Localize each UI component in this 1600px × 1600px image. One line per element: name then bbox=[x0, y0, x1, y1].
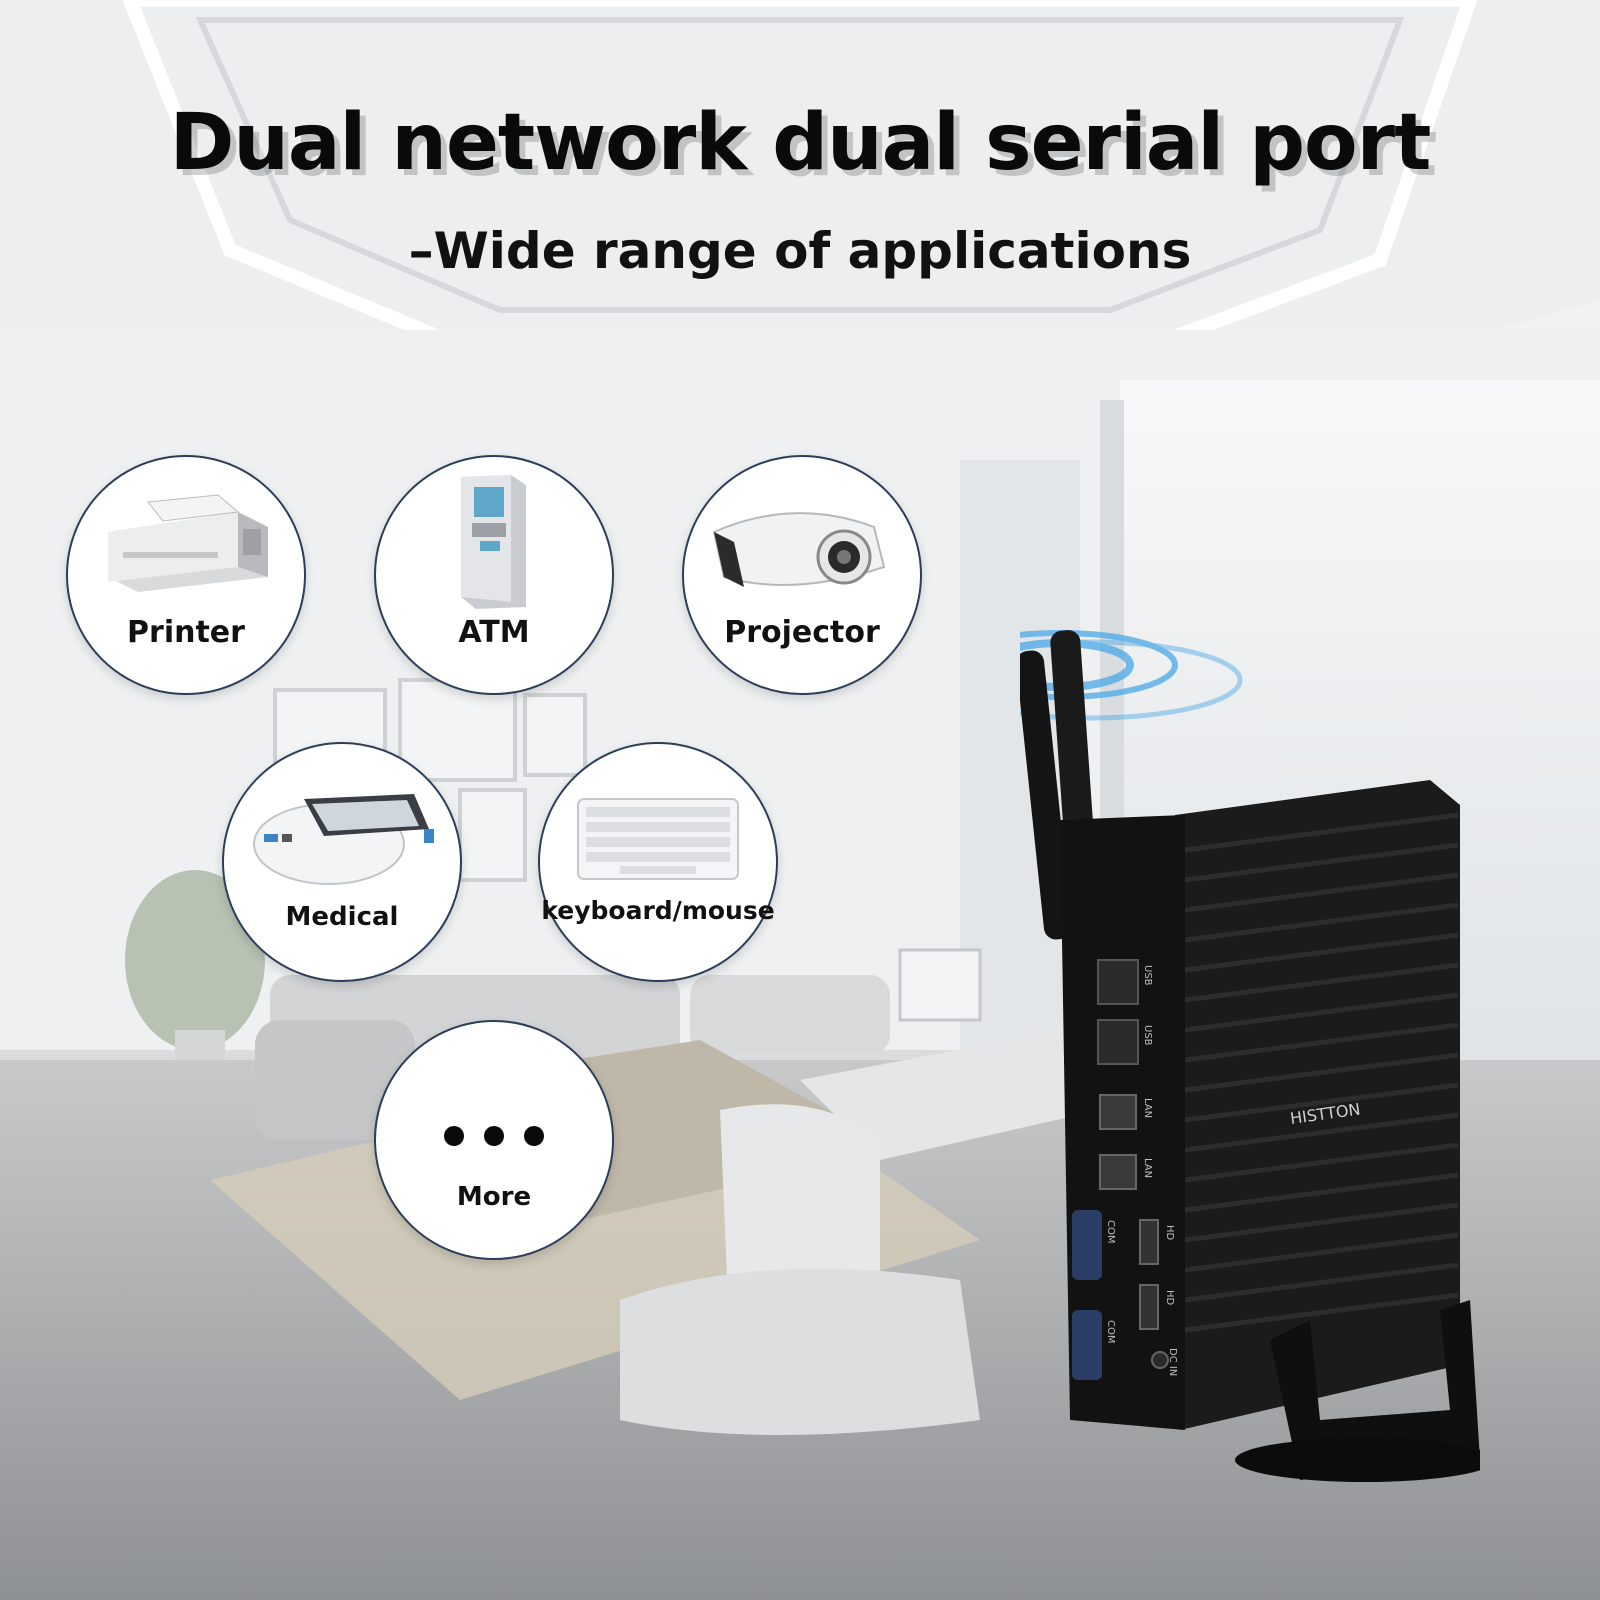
keyboard-icon bbox=[577, 798, 739, 880]
subheadline: –Wide range of applications bbox=[408, 222, 1192, 280]
application-keyboard-mouse: keyboard/mouse bbox=[538, 742, 778, 982]
projector-icon bbox=[712, 512, 886, 587]
printer-icon bbox=[108, 494, 268, 592]
application-printer: Printer bbox=[66, 455, 306, 695]
application-more: More bbox=[374, 1020, 614, 1260]
port-label: USB bbox=[1142, 1025, 1153, 1046]
more-dots-icon bbox=[444, 1126, 544, 1146]
application-label: ATM bbox=[458, 615, 530, 650]
atm-icon bbox=[461, 475, 526, 609]
application-label: keyboard/mouse bbox=[541, 896, 775, 925]
port-label: COM bbox=[1105, 1320, 1116, 1343]
medical-device-icon bbox=[253, 794, 434, 885]
mini-pc-device: USB USB LAN LAN HD HD COM COM DC IN HIST… bbox=[1020, 630, 1480, 1482]
application-projector: Projector bbox=[682, 455, 922, 695]
headline: Dual network dual serial port bbox=[169, 98, 1432, 188]
application-medical: Medical bbox=[222, 742, 462, 982]
port-label: HD bbox=[1164, 1225, 1175, 1241]
application-label: Projector bbox=[724, 615, 880, 650]
port-label: HD bbox=[1164, 1290, 1175, 1306]
application-atm: ATM bbox=[374, 455, 614, 695]
application-label: Medical bbox=[285, 902, 399, 932]
application-label: Printer bbox=[127, 615, 245, 650]
port-label: LAN bbox=[1142, 1158, 1153, 1178]
port-label: DC IN bbox=[1167, 1348, 1178, 1376]
port-label: LAN bbox=[1142, 1098, 1153, 1118]
port-label: COM bbox=[1105, 1220, 1116, 1243]
port-label: USB bbox=[1142, 965, 1153, 986]
application-label: More bbox=[456, 1182, 532, 1212]
